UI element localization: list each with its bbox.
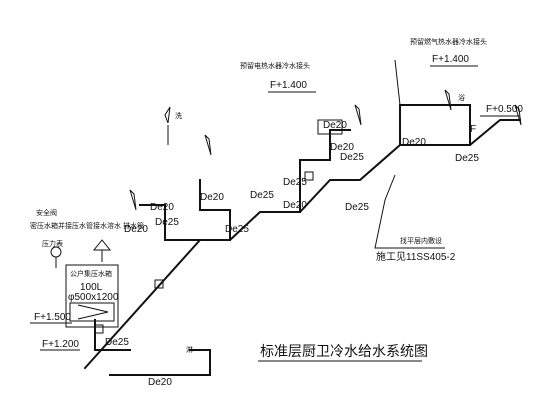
annotation-electric-heater: 预留电热水器冷水接头	[240, 61, 310, 70]
tank-element	[69, 302, 115, 322]
pipe-size-label: De25	[105, 337, 129, 348]
branch-pipe-far-right	[439, 119, 521, 146]
level-electric-heater: F+1.400	[270, 80, 307, 91]
valve-icon	[317, 119, 343, 135]
valve-icon	[94, 324, 104, 334]
tank-size: φ500x1200	[68, 292, 119, 303]
branch-pipe-left	[139, 204, 201, 241]
pipe-size-label: De20	[150, 202, 174, 213]
fixture-shower-icon	[204, 134, 212, 156]
fixture-left-icon	[129, 189, 137, 211]
valve-icon	[154, 279, 164, 289]
fixture-label-bath: 淋	[186, 345, 193, 354]
pipe-size-label: De25	[155, 217, 179, 228]
pipe-size-label: De20	[124, 224, 148, 235]
fixture-label-wash: 洗	[175, 111, 182, 120]
annotation-gas-heater: 预留燃气热水器冷水接头	[410, 37, 487, 46]
tank-volume: 100L	[80, 282, 103, 293]
pipe-size-label: De20	[330, 142, 354, 153]
fixture-wash-icon	[164, 106, 171, 145]
bottom-branch-pipe	[109, 349, 211, 376]
pipe-size-label: De20	[402, 137, 426, 148]
tank-coil-icon	[77, 304, 109, 320]
pipe-size-label: De25	[250, 190, 274, 201]
pipe-size-label: De25	[283, 177, 307, 188]
branch-pipe-left-mid	[199, 179, 231, 241]
pipe-size-label: De20	[200, 192, 224, 203]
leader-line	[374, 174, 445, 249]
safety-valve-icon	[92, 239, 112, 262]
label-safety-valve: 安全阀	[36, 208, 57, 217]
fixture-f-icon	[514, 104, 522, 126]
fixture-label-f: F	[470, 124, 476, 135]
label-install-ref: 施工见11SS405-2	[376, 250, 456, 263]
pipe-size-label: De25	[225, 224, 249, 235]
label-pressure-gauge: 压力表	[42, 239, 63, 248]
level-tank-top: F+1.500	[34, 312, 71, 323]
pipe-size-label: De20	[323, 120, 347, 131]
pipe-size-label: De20	[283, 200, 307, 211]
label-tank-note: 密压水箱并接压水管接水溶水 排水管	[30, 221, 144, 230]
pipe-size-label: De20	[148, 377, 172, 388]
fixture-bath-icon	[444, 89, 452, 111]
leader-line-top	[394, 59, 401, 106]
diagram-title: 标准层厨卫冷水给水系统图	[260, 344, 428, 360]
branch-pipe-heater	[299, 129, 351, 213]
level-tank-bottom: F+1.200	[42, 339, 79, 350]
pipe-size-label: De25	[345, 202, 369, 213]
pressure-gauge-icon	[50, 246, 62, 258]
pipe-size-label: De25	[455, 153, 479, 164]
label-elbow: 找平层内敷设	[400, 236, 442, 245]
level-right: F+0.500	[486, 104, 523, 115]
pipe-size-label: De25	[340, 152, 364, 163]
valve-icon	[304, 171, 314, 181]
tank-name: 公户集压水箱	[70, 269, 112, 278]
fixture-heater-icon	[354, 104, 362, 126]
fixture-label-shower: 浴	[458, 93, 465, 102]
pressure-tank	[65, 264, 119, 328]
level-gas-heater: F+1.400	[432, 54, 469, 65]
branch-pipe-right	[399, 104, 471, 146]
